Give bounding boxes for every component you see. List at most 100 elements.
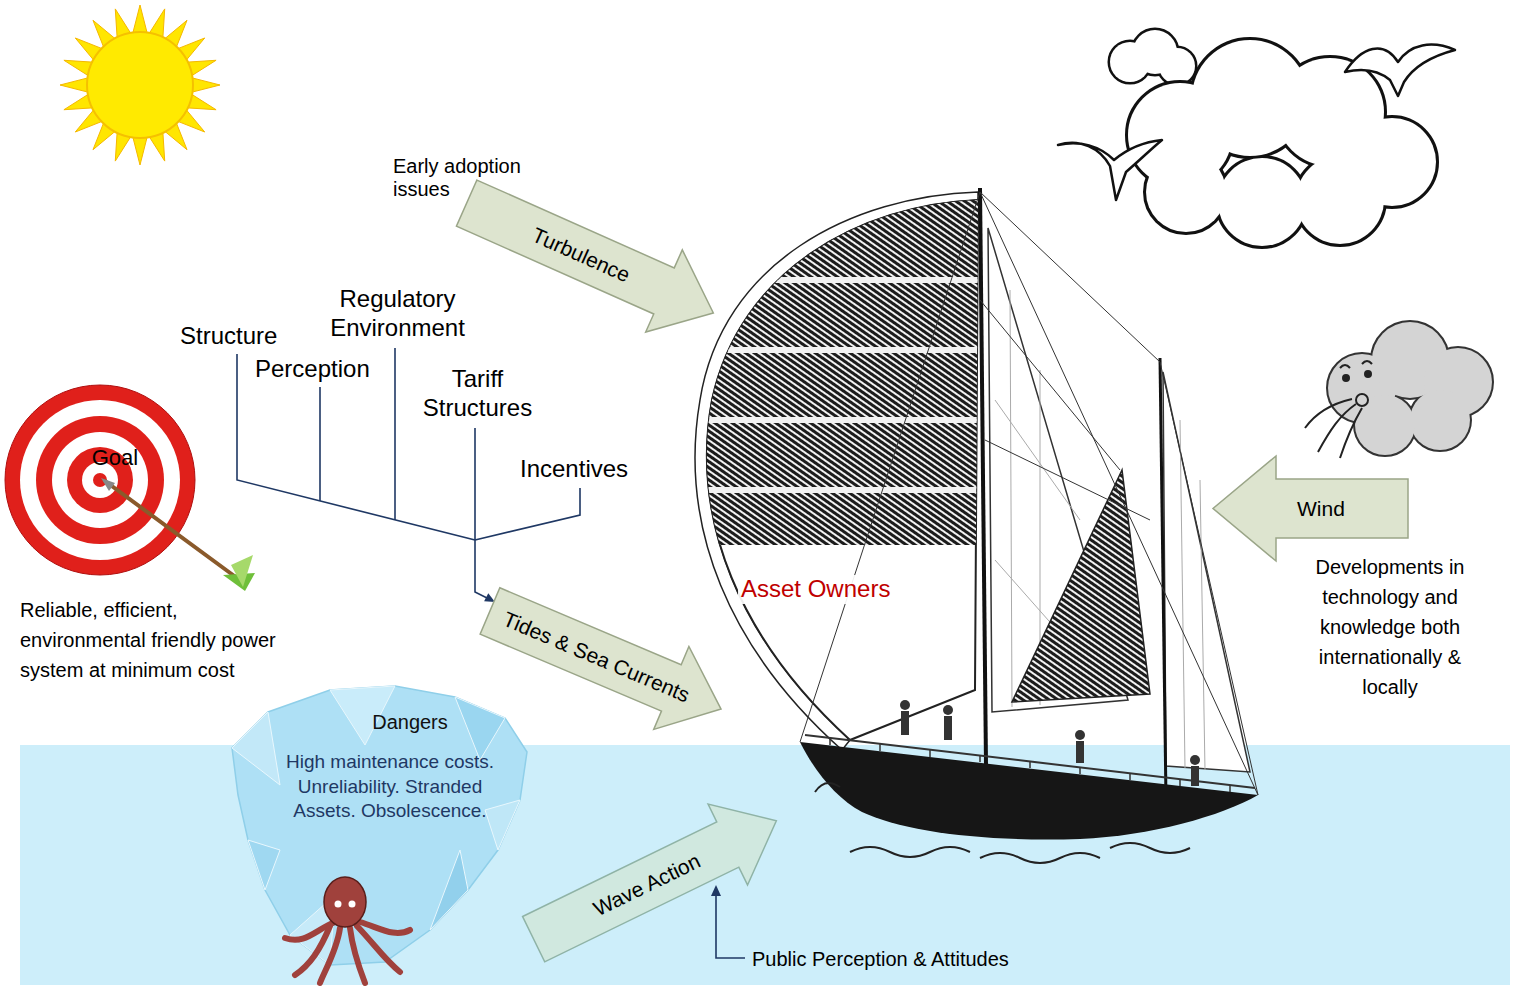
- leader-line: [711, 885, 745, 958]
- block-arrow: [1213, 456, 1408, 561]
- iceberg: DangersHigh maintenance costs. Unreliabi…: [225, 690, 535, 985]
- sailboat: [900, 700, 910, 710]
- seagull: [1058, 140, 1162, 200]
- big-cloud: [1218, 158, 1306, 246]
- influence-tree: [394, 348, 396, 520]
- sailboat: [980, 188, 986, 765]
- dart-shaft: [105, 481, 237, 578]
- wave-caption: Public Perception & Attitudes: [752, 947, 1009, 971]
- boat-label: Asset Owners: [738, 575, 893, 604]
- sailboat: [1190, 755, 1200, 765]
- sailboat: Asset Owners: [700, 190, 1260, 850]
- big-cloud: [1296, 156, 1384, 244]
- wind-caption: Developments in technology and knowledge…: [1290, 552, 1490, 702]
- influence-tree: [475, 428, 489, 599]
- sailboat: [815, 783, 1190, 863]
- big-cloud: [1146, 152, 1226, 232]
- small-cloud: [1110, 30, 1195, 84]
- target-ring: [20, 400, 180, 560]
- sailboat: [1012, 470, 1150, 702]
- sailboat: [690, 190, 990, 545]
- seagull: [1058, 45, 1455, 200]
- iceberg-heading: Dangers: [335, 710, 485, 734]
- sun: [60, 5, 220, 165]
- tides-arrow: Tides & Sea Currents: [472, 570, 738, 751]
- octopus-head: [324, 877, 366, 927]
- wind-cloud: [1343, 375, 1349, 381]
- wind-cloud: [1362, 361, 1372, 364]
- goal-target: Goal: [5, 385, 195, 575]
- sailboat: [1180, 420, 1205, 770]
- sailboat: [690, 190, 990, 545]
- sailboat: [944, 716, 952, 740]
- sailboat: [901, 711, 909, 735]
- wind-cloud: [1355, 395, 1415, 455]
- factor-label: Regulatory Environment: [315, 285, 480, 343]
- wind-cloud: [1340, 408, 1362, 458]
- big-cloud: [1218, 158, 1306, 246]
- influence-tree: [475, 488, 580, 540]
- octopus-tentacle: [320, 928, 340, 983]
- octopus: [285, 877, 410, 983]
- wind-cloud: [1410, 390, 1470, 450]
- sailboat: [830, 738, 1230, 792]
- sailboat: [800, 742, 1258, 840]
- small-cloud: [1159, 48, 1195, 84]
- iceberg-facet: [430, 850, 468, 930]
- big-cloud: [1146, 152, 1226, 232]
- seagull: [1345, 45, 1455, 96]
- turbulence-arrow: Turbulence: [448, 162, 731, 354]
- sailboat: [690, 188, 1258, 863]
- goal-caption: Reliable, efficient, environmental frien…: [20, 595, 300, 685]
- sailboat: [900, 700, 1200, 786]
- wind-cloud: [1356, 394, 1368, 406]
- arrow-label: Tides & Sea Currents: [499, 606, 693, 707]
- factor-label: Tariff Structures: [410, 365, 545, 423]
- leader-line: [716, 893, 745, 958]
- danger-list: High maintenance costs. Unreliability. S…: [280, 750, 500, 824]
- octopus-eye: [335, 901, 342, 908]
- factor-label: Structure: [180, 322, 277, 351]
- sailboat: [800, 192, 1258, 795]
- wind-cloud: [1305, 322, 1492, 458]
- dart-tip: [101, 478, 115, 491]
- wind-cloud: [1365, 371, 1371, 377]
- influence-tree: [319, 387, 321, 501]
- block-arrow: [472, 570, 738, 751]
- goal-label: Goal: [20, 445, 210, 471]
- wind-cloud: [1328, 322, 1492, 455]
- iceberg-facet: [455, 697, 505, 760]
- sailboat: [943, 705, 953, 715]
- influence-tree: [484, 593, 495, 602]
- sun: [87, 32, 193, 138]
- iceberg-body: [232, 686, 527, 965]
- wind-cloud: [1305, 399, 1352, 428]
- iceberg-facet: [485, 800, 520, 850]
- sailboat: [690, 280, 990, 490]
- small-cloud: [1110, 30, 1195, 84]
- sailboat: [1160, 358, 1166, 800]
- sailboat: [1191, 766, 1199, 786]
- arrow-label: Wind: [1297, 496, 1345, 521]
- target-ring: [36, 416, 164, 544]
- octopus-tentacle: [360, 922, 410, 933]
- factor-label: Perception: [255, 355, 370, 384]
- wind-cloud: [1328, 322, 1492, 455]
- target-shape: [5, 385, 195, 575]
- influence-tree: [237, 354, 475, 540]
- target-ring: [5, 385, 195, 575]
- iceberg-shape: [225, 690, 535, 985]
- big-cloud: [1296, 156, 1384, 244]
- sailboat: [1075, 730, 1085, 740]
- sailboat: [1076, 741, 1084, 763]
- block-arrow: [448, 162, 731, 354]
- iceberg-facet: [248, 840, 280, 890]
- factor-label: Incentives: [520, 455, 628, 484]
- wind-cloud: [1410, 390, 1470, 450]
- iceberg-facet: [232, 712, 280, 785]
- wind-cloud: [1340, 365, 1350, 368]
- wind-arrow: Wind: [1213, 456, 1408, 561]
